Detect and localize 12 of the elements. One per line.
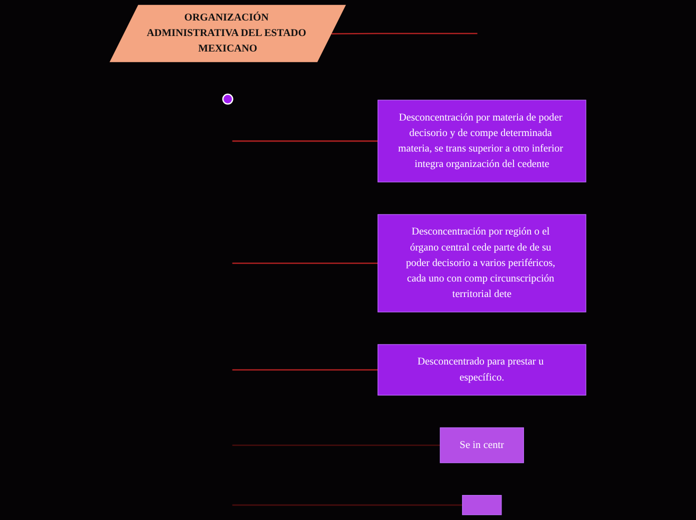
connector [332, 32, 478, 34]
node-box: Se in centr [440, 427, 524, 464]
node-box: Desconcentración por región o el órgano central cede parte de de su poder decisorio a varios periféricos, cada uno con comp circunscripción territorial dete [378, 214, 586, 312]
node-box [462, 494, 502, 516]
connector [232, 444, 440, 446]
connector [232, 369, 378, 370]
node-circle [222, 94, 234, 105]
connector [232, 504, 462, 506]
node-box: Desconcentrado para prestar u específico. [378, 344, 586, 396]
node-box: Desconcentración por materia de poder decisorio y de compe determinada materia, se trans superior a otro inferior integra organización del cedente [378, 100, 586, 182]
connector [232, 262, 378, 264]
connector [232, 140, 378, 142]
